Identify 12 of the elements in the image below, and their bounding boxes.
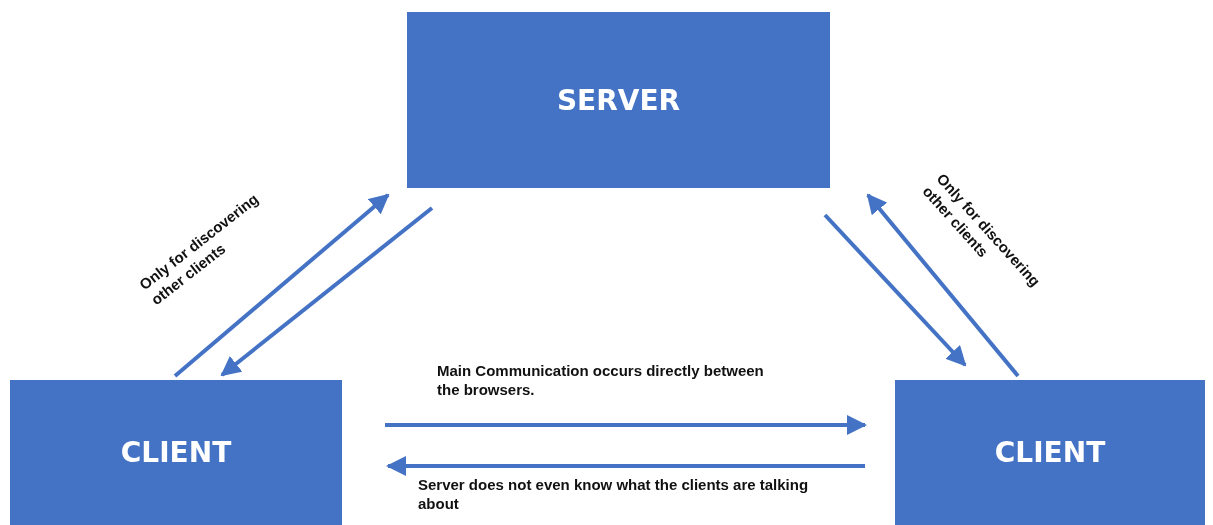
arrow [385, 415, 867, 435]
node-label: CLIENT [120, 436, 232, 469]
node-label: CLIENT [994, 436, 1106, 469]
arrow [220, 206, 434, 377]
arrow [866, 193, 1020, 378]
node-label: SERVER [556, 83, 681, 117]
node-box [10, 380, 342, 525]
node-box [407, 12, 830, 188]
arrow [173, 193, 390, 378]
arrow [823, 213, 967, 367]
node-box [895, 380, 1205, 525]
arrow [386, 456, 865, 476]
